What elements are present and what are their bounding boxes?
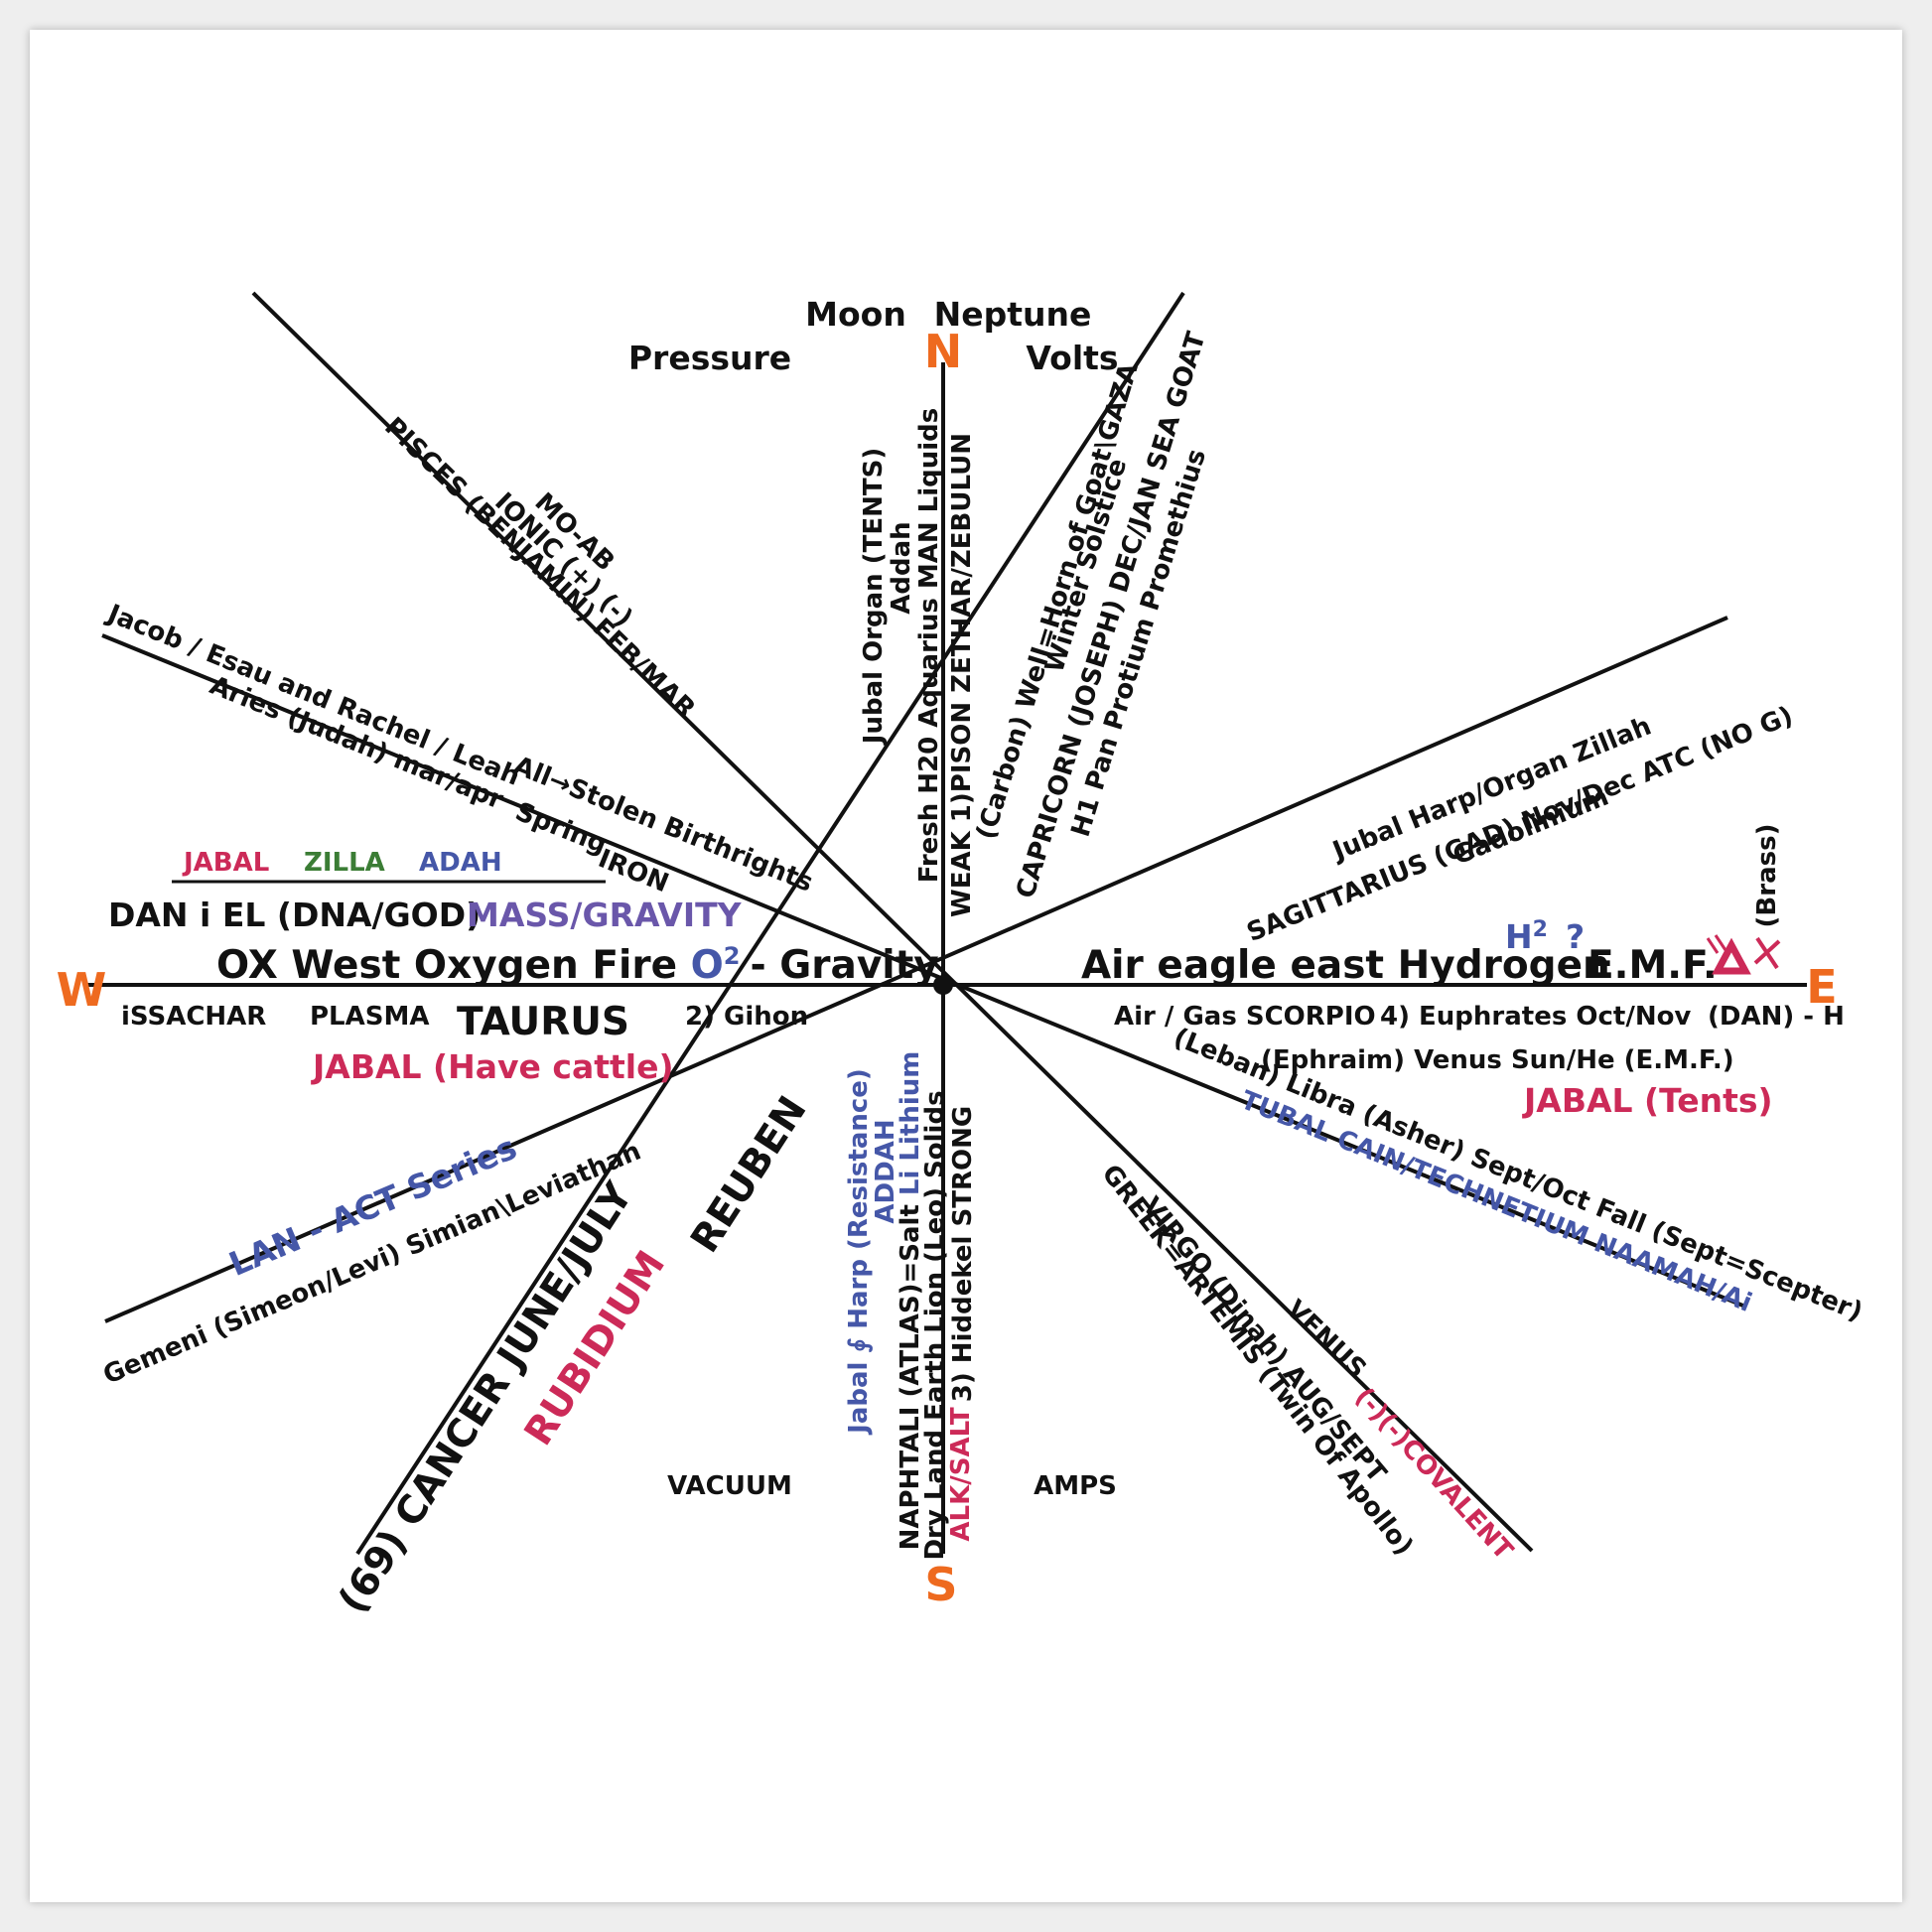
- ese-line-2: TUBAL CAIN/TECHNETIUM NAAMAH/Ai: [1236, 1085, 1755, 1318]
- spoke-wnw-ese: [101, 633, 1746, 1309]
- north-col-4: WEAK 1)PISON ZETHAR/ZEBULUN: [947, 433, 977, 917]
- east-brass: (Brass): [1752, 824, 1782, 928]
- south-col-2: ADDAH: [871, 1119, 900, 1223]
- west-gihon: 2) Gihon: [685, 1002, 808, 1032]
- spoke-nne-ssw: [355, 291, 1185, 1556]
- wnw-line-1: Jacob / Esau and Rachel / Leah: [101, 599, 523, 792]
- west-dan: DAN i EL (DNA/GOD): [108, 896, 481, 934]
- nw-line-3: PISCES (BENJAMIN) FEB/MAR: [378, 412, 701, 725]
- west-jabal: JABAL: [182, 848, 269, 878]
- ssw-cancer: (69) CANCER JUNE/JULY: [331, 1174, 642, 1621]
- east-ephraim: (Ephraim) Venus Sun/He (E.M.F.): [1261, 1045, 1734, 1075]
- volts-label: Volts: [1026, 339, 1118, 377]
- east-dan-h: (DAN) - H: [1708, 1002, 1845, 1032]
- east-emf: E.M.F.: [1587, 943, 1718, 988]
- neptune-label: Neptune: [934, 295, 1092, 334]
- west-issachar: iSSACHAR: [121, 1002, 266, 1032]
- west-label: W: [57, 963, 107, 1017]
- west-plasma: PLASMA: [310, 1002, 429, 1032]
- ssw-reuben: REUBEN: [682, 1089, 815, 1261]
- north-col-2: Addah: [887, 521, 916, 614]
- east-jabal-tents: JABAL (Tents): [1522, 1081, 1773, 1120]
- south-label: S: [924, 1558, 957, 1611]
- east-euphrates: 4) Euphrates Oct/Nov: [1380, 1002, 1691, 1032]
- spoke-nw-se: [251, 291, 1534, 1553]
- west-jabal-cattle: JABAL (Have cattle): [311, 1047, 674, 1086]
- east-gas-scorpio: Air / Gas SCORPIO: [1114, 1002, 1376, 1032]
- east-label: E: [1806, 960, 1837, 1014]
- vacuum-label: VACUUM: [667, 1471, 792, 1501]
- east-air-eagle: Air eagle east Hydrogen: [1081, 943, 1610, 988]
- compass-diagram: N S E W Moon Neptune Pressure Volts Juba…: [57, 291, 1866, 1621]
- west-adah: ADAH: [419, 848, 502, 878]
- south-col-6: 3) Hiddekel STRONG: [948, 1106, 978, 1402]
- sse-line-3: GREEK=ARTEMIS (Twin Of Apollo): [1095, 1160, 1419, 1562]
- alchemical-triangle-icon: [1706, 934, 1781, 975]
- amps-label: AMPS: [1034, 1471, 1117, 1501]
- moon-label: Moon: [805, 295, 906, 334]
- west-ox: OX West Oxygen Fire O2- Gravity: [216, 942, 939, 988]
- north-label: N: [924, 325, 963, 378]
- north-col-1: Jubal Organ (TENTS): [859, 448, 889, 746]
- east-h2: H2?: [1505, 917, 1585, 956]
- diagram-card: N S E W Moon Neptune Pressure Volts Juba…: [30, 30, 1902, 1902]
- center-dot: [933, 975, 953, 995]
- north-col-3: Fresh H20 Aquarius MAN Liquids: [914, 408, 944, 884]
- south-col-4: Dry Land Earth Lion (Leo) Solids: [920, 1090, 950, 1560]
- pressure-label: Pressure: [628, 339, 791, 377]
- south-col-1: Jabal ∮ Harp (Resistance): [844, 1068, 874, 1436]
- south-col-5: ALK/SALT: [946, 1407, 976, 1541]
- west-mass-gravity: MASS/GRAVITY: [467, 896, 743, 934]
- south-col-3: NAPHTALI (ATLAS)=Salt Li Lithium: [896, 1051, 925, 1551]
- west-taurus: TAURUS: [457, 1000, 629, 1044]
- spoke-ene-wsw: [104, 616, 1728, 1323]
- west-zilla: ZILLA: [304, 848, 385, 878]
